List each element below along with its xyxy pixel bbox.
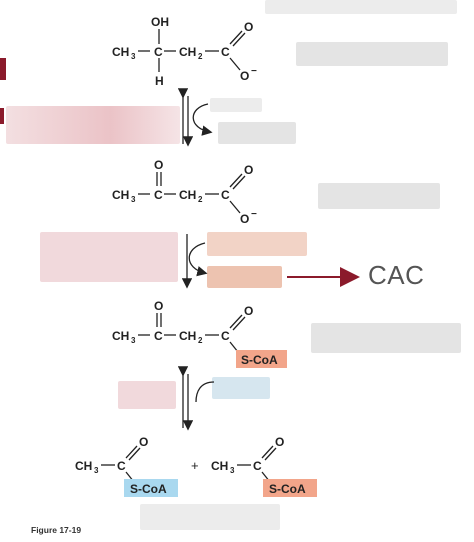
- hidden-label-cofactor1-out: [218, 122, 296, 144]
- reaction-arrow-3: [177, 366, 215, 431]
- hidden-label-enzyme1: [6, 106, 180, 144]
- hidden-label-enzyme2: [40, 232, 178, 282]
- p-left-o: O: [139, 435, 148, 449]
- hidden-label-cofactor3: [212, 377, 270, 399]
- hidden-label-cofactor2-in: [207, 232, 307, 256]
- p-right-scoa: S-CoA: [269, 482, 306, 496]
- hidden-label-molecule1: [296, 42, 448, 66]
- reaction-arrow-1: [177, 88, 213, 147]
- product-acetyl-coa-left: CH 3 C O S-CoA: [75, 435, 178, 497]
- m3-scoa-box: [236, 350, 287, 368]
- figure-label: Figure 17-19: [31, 525, 82, 535]
- m3-o-top: O: [154, 299, 163, 313]
- m2-ch3-sub: 3: [131, 195, 136, 204]
- hidden-label-cofactor1-in: [210, 98, 262, 112]
- p-right-scoa-box: [263, 479, 317, 497]
- m3-o: O: [244, 304, 253, 318]
- cac-label: CAC: [368, 260, 425, 290]
- hidden-label-molecule2: [318, 183, 440, 209]
- m1-ch2-sub: 2: [198, 52, 203, 61]
- p-left-ch3-sub: 3: [94, 466, 99, 475]
- m1-ch2: CH: [179, 45, 196, 59]
- m1-h: H: [155, 74, 164, 88]
- m2-ch2-sub: 2: [198, 195, 203, 204]
- m1-o: O: [244, 20, 253, 34]
- p-right-ch3-sub: 3: [230, 466, 235, 475]
- m1-c2: C: [221, 45, 230, 59]
- m3-ch3-sub: 3: [131, 336, 136, 345]
- m1-oh: OH: [151, 15, 169, 29]
- p-left-scoa: S-CoA: [130, 482, 167, 496]
- p-right-c: C: [253, 459, 262, 473]
- m2-o: O: [244, 163, 253, 177]
- molecule-acetoacetate: O CH 3 C CH 2 C O O −: [112, 158, 257, 226]
- m1-c1: C: [154, 45, 163, 59]
- hidden-label-top: [265, 0, 457, 14]
- m3-c2: C: [221, 329, 230, 343]
- svg-text:−: −: [251, 209, 257, 220]
- p-left-scoa-box: [124, 479, 178, 497]
- m3-ch2: CH: [179, 329, 196, 343]
- p-right-o: O: [275, 435, 284, 449]
- p-right-ch3: CH: [211, 459, 228, 473]
- m3-c1: C: [154, 329, 163, 343]
- m3-ch2-sub: 2: [198, 336, 203, 345]
- hidden-label-enzyme3: [118, 381, 176, 409]
- product-acetyl-coa-right: CH 3 C O S-CoA: [211, 435, 317, 497]
- m2-ch2: CH: [179, 188, 196, 202]
- m1-ominus: O: [240, 69, 249, 83]
- p-left-c: C: [117, 459, 126, 473]
- plus-sign: +: [191, 458, 199, 473]
- m2-c1: C: [154, 188, 163, 202]
- m2-ominus: O: [240, 212, 249, 226]
- m1-ch3: CH: [112, 45, 129, 59]
- p-left-ch3: CH: [75, 459, 92, 473]
- m3-scoa: S-CoA: [241, 353, 278, 367]
- hidden-label-molecule3: [311, 323, 461, 353]
- hidden-label-cofactor2-out: [207, 266, 282, 288]
- m1-ch3-sub: 3: [131, 52, 136, 61]
- m2-ch3: CH: [112, 188, 129, 202]
- reaction-arrow-2: [181, 234, 360, 289]
- svg-text:−: −: [251, 66, 257, 77]
- m3-ch3: CH: [112, 329, 129, 343]
- cropped-red-edge-mark-2: [0, 108, 4, 124]
- hidden-label-products: [140, 504, 280, 530]
- molecule-beta-hydroxybutyrate: OH CH 3 C CH 2 C H O O −: [112, 15, 257, 88]
- cropped-red-edge-mark: [0, 58, 6, 80]
- molecule-acetoacetyl-coa: O CH 3 C CH 2 C O S-CoA: [112, 299, 287, 368]
- m2-o-top: O: [154, 158, 163, 172]
- m2-c2: C: [221, 188, 230, 202]
